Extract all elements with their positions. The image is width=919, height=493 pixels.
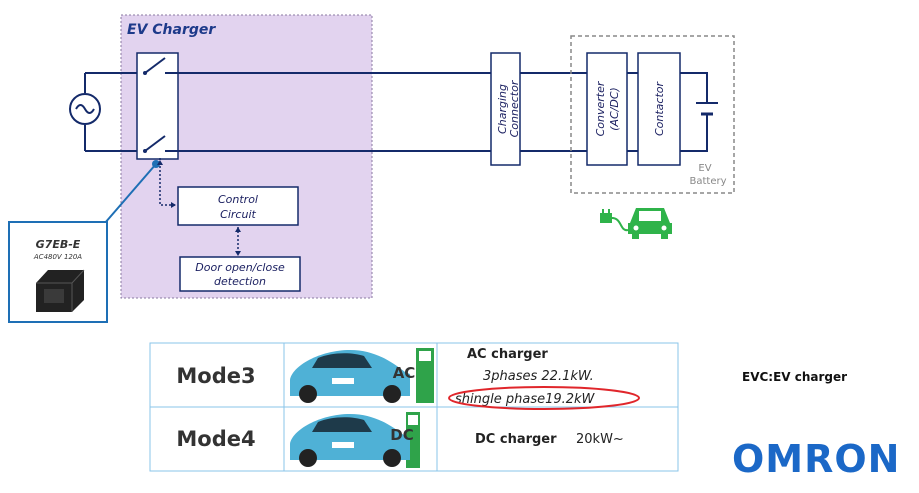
charging-connector-box [490, 52, 521, 166]
dc-charger-spec: 20kW~ [576, 432, 624, 447]
ac-charger-label: AC charger [467, 347, 548, 362]
relay-spec: AC480V 120A [33, 253, 82, 261]
ev-battery-label-1: EV [698, 163, 711, 174]
ev-car-plug-icon [600, 208, 672, 239]
ev-car-image-ac [290, 348, 434, 403]
ev-battery-area [570, 35, 735, 194]
mode3-label: Mode3 [176, 364, 255, 388]
dc-charger-label: DC charger [475, 432, 557, 447]
door-detection-label-2: detection [214, 275, 266, 288]
ev-charger-title: EV Charger [127, 22, 216, 38]
control-circuit-label-1: Control [218, 193, 258, 206]
charging-connector-label-1: Charging [496, 84, 509, 134]
door-detection-label-1: Door open/close [195, 261, 285, 274]
contactor-box [637, 52, 681, 166]
converter-label-1: Converter [594, 80, 607, 136]
relay-product-image [36, 269, 85, 312]
omron-logo: OMRON [732, 437, 901, 481]
relay-name: G7EB-E [36, 238, 81, 251]
contactor-label: Contactor [653, 81, 666, 137]
mode4-label: Mode4 [176, 427, 255, 451]
evc-note: EVC:EV charger [742, 370, 848, 384]
ev-car-image-dc [290, 412, 420, 468]
control-circuit-label-2: Circuit [220, 208, 256, 221]
ac-spec-3phase: 3phases 22.1kW. [483, 369, 594, 384]
ev-battery-label-2: Battery [689, 176, 726, 187]
converter-box [586, 52, 628, 166]
door-detection-box [179, 256, 301, 292]
control-circuit-box [177, 186, 299, 226]
charging-connector-label-2: Connector [508, 79, 521, 137]
converter-label-2: (AC/DC) [608, 87, 621, 131]
relay-switch-box [136, 52, 179, 160]
car-tag-ac: AC [393, 364, 416, 382]
highlight-ellipse [448, 386, 640, 410]
car-tag-dc: DC [390, 426, 413, 444]
ac-spec-single-phase: shingle phase19.2kW [455, 392, 596, 407]
